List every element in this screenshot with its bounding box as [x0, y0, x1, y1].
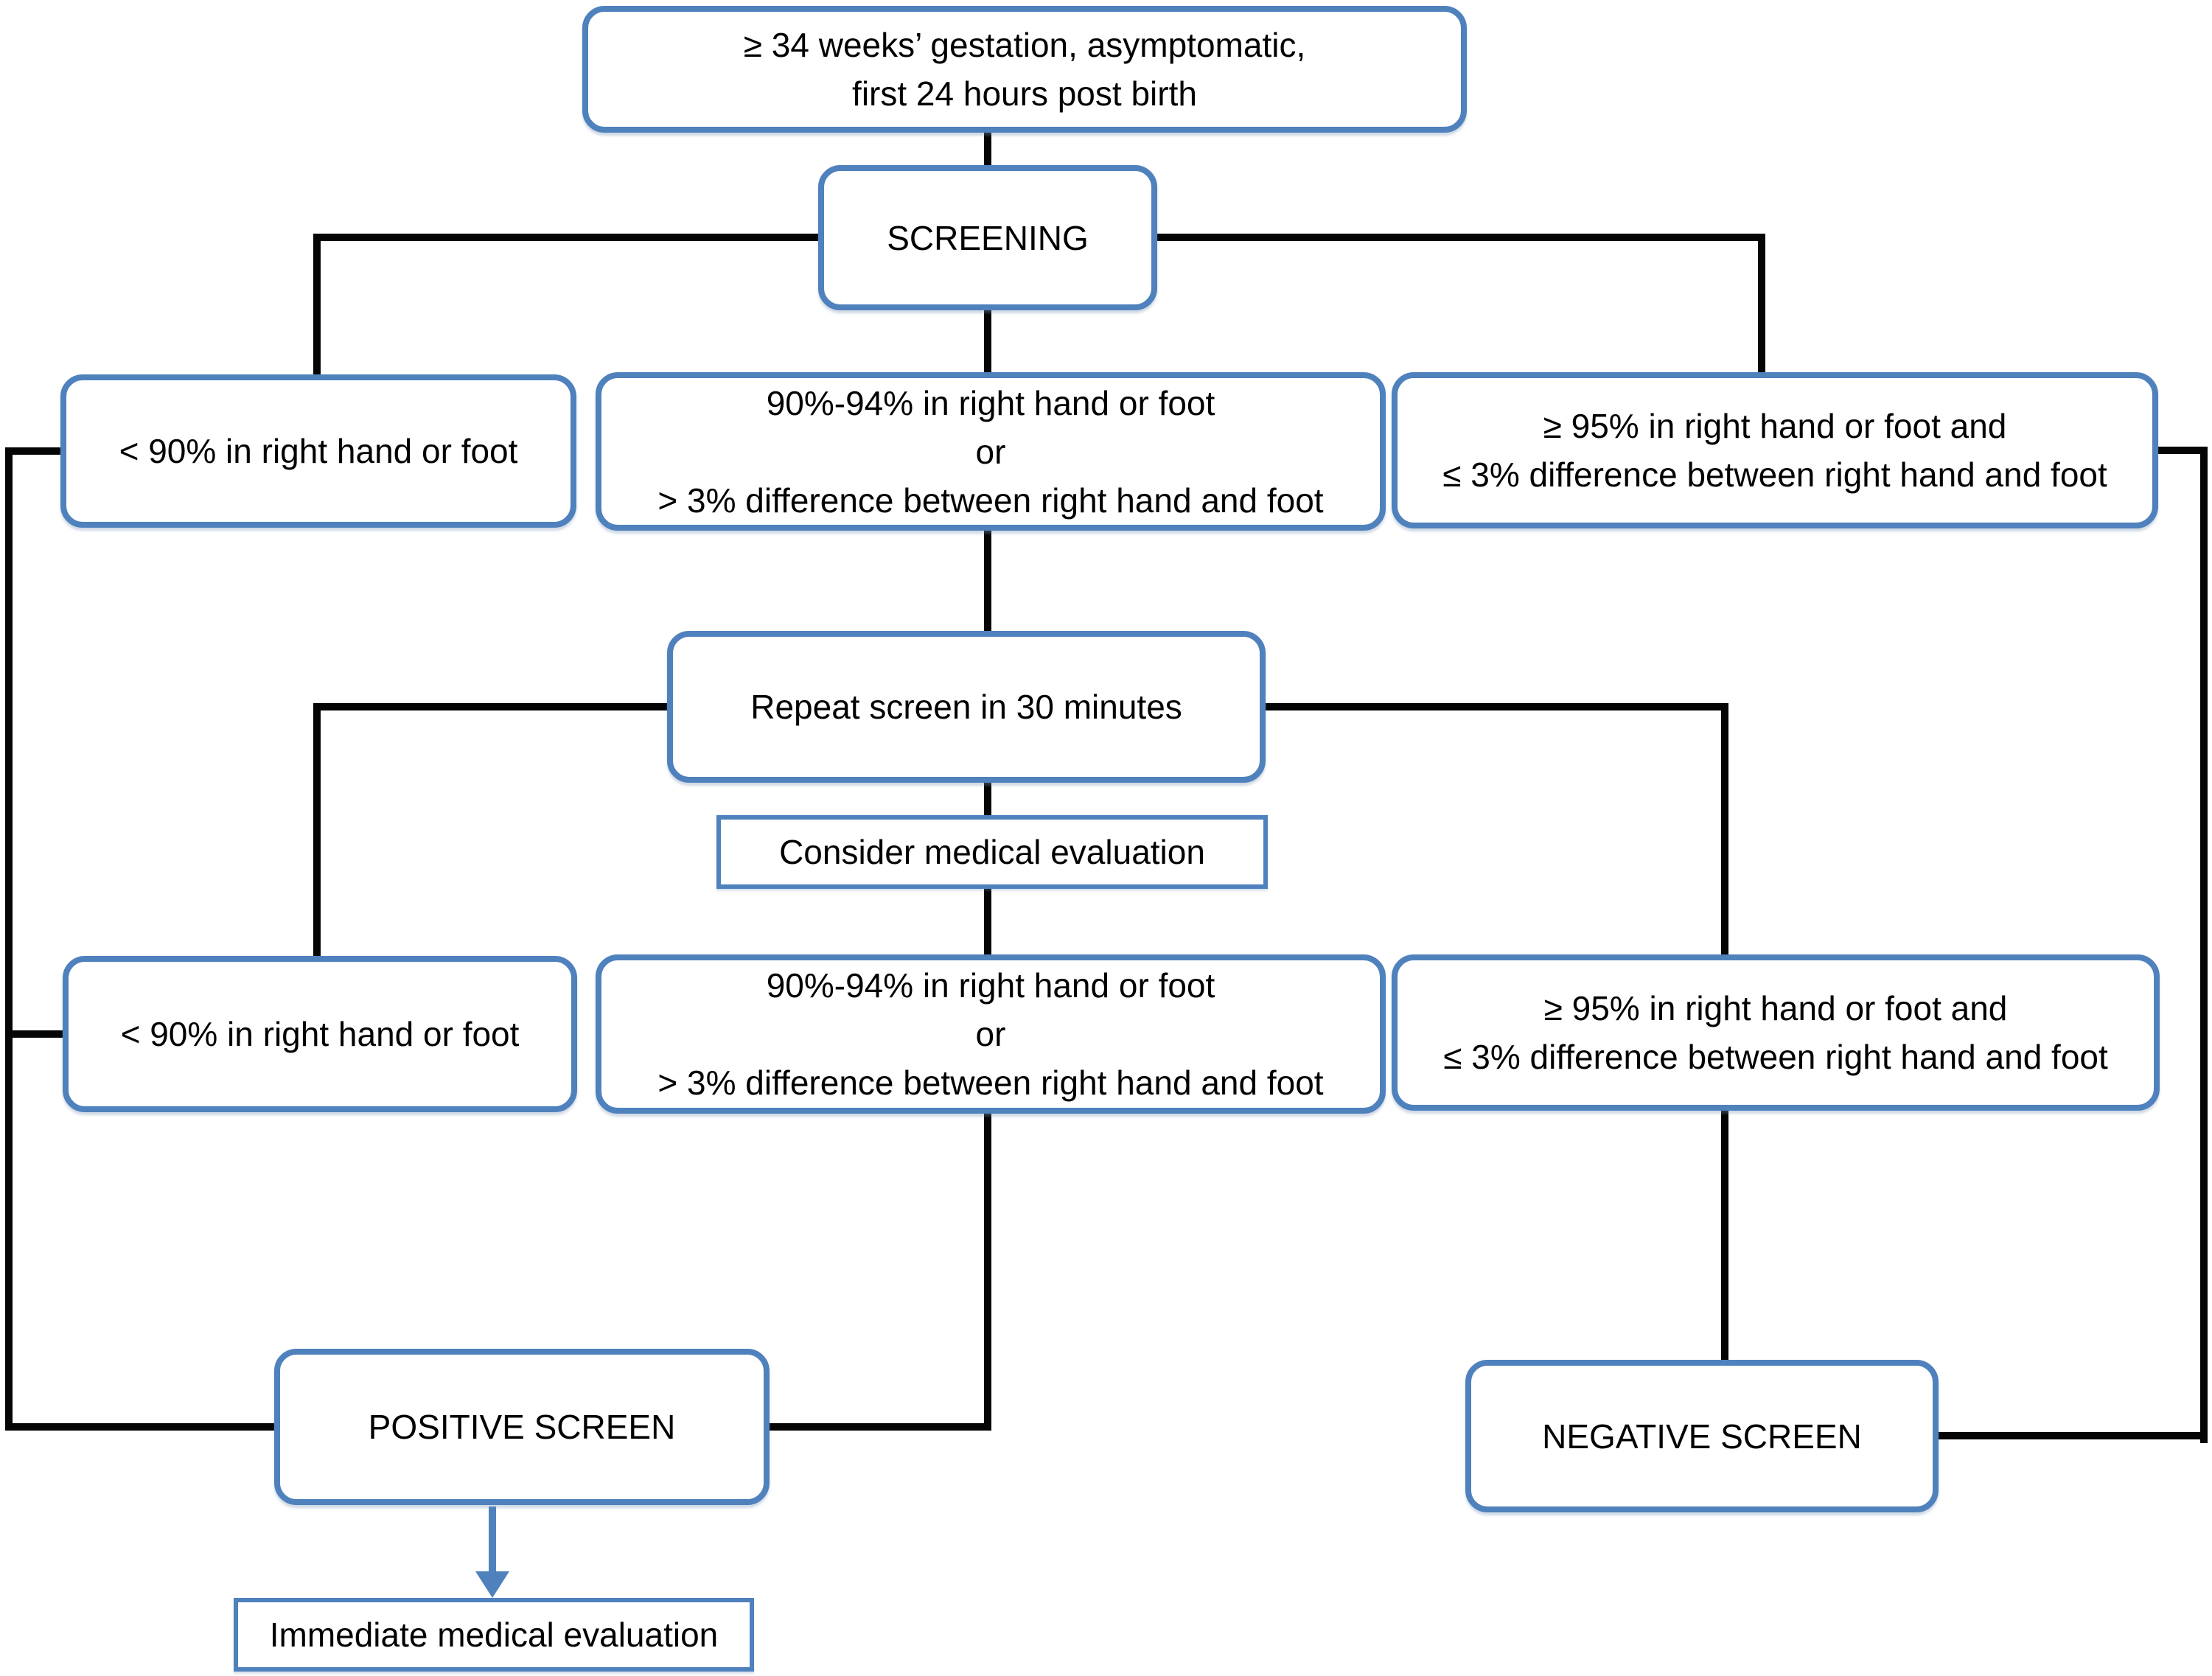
node-low-sat-first: < 90% in right hand or foot	[60, 374, 576, 528]
repeat-screen-label: Repeat screen in 30 minutes	[750, 688, 1182, 726]
immediate-evaluation-label: Immediate medical evaluation	[269, 1616, 719, 1654]
edge-repeat-left-drop	[313, 703, 321, 959]
edge-midsecond-to-positive	[984, 1111, 991, 1431]
edge-positive-h-right	[767, 1423, 991, 1431]
edge-repeat-right-drop	[1721, 703, 1728, 957]
mid-sat-first-line2: or	[975, 432, 1006, 471]
high-sat-second-line1: ≥ 95% in right hand or foot and	[1543, 989, 2008, 1027]
edge-screening-right-drop	[1758, 234, 1765, 375]
edge-left-rail	[5, 447, 13, 1431]
edge-negative-h-right	[1936, 1432, 2208, 1439]
edge-midfirst-to-repeat	[984, 528, 991, 634]
node-high-sat-second: ≥ 95% in right hand or foot and ≤ 3% dif…	[1392, 954, 2160, 1111]
high-sat-first-line1: ≥ 95% in right hand or foot and	[1543, 407, 2007, 445]
mid-sat-second-line3: > 3% difference between right hand and f…	[657, 1064, 1324, 1102]
edge-screening-left-drop	[313, 234, 321, 377]
mid-sat-second-line2: or	[975, 1015, 1006, 1053]
node-mid-sat-second: 90%-94% in right hand or foot or > 3% di…	[596, 954, 1386, 1114]
edge-left-rail-stub-second	[5, 1030, 66, 1038]
node-positive-screen: POSITIVE SCREEN	[274, 1349, 770, 1505]
positive-screen-label: POSITIVE SCREEN	[368, 1408, 676, 1446]
edge-repeat-right-branch	[1262, 703, 1728, 710]
node-repeat-screen: Repeat screen in 30 minutes	[667, 631, 1266, 783]
arrow-down-head-icon	[475, 1571, 509, 1598]
edge-highsecond-to-negative	[1721, 1109, 1728, 1363]
entry-criteria-line1: ≥ 34 weeks’ gestation, asymptomatic,	[743, 26, 1306, 64]
edge-entry-to-screening	[984, 130, 991, 168]
negative-screen-label: NEGATIVE SCREEN	[1542, 1417, 1862, 1456]
node-screening: SCREENING	[818, 165, 1157, 310]
mid-sat-first-line3: > 3% difference between right hand and f…	[657, 481, 1324, 520]
entry-criteria-line2: first 24 hours post birth	[852, 74, 1197, 113]
edge-positive-h-left	[5, 1423, 277, 1431]
edge-right-rail	[2200, 447, 2208, 1443]
high-sat-first-line2: ≤ 3% difference between right hand and f…	[1442, 455, 2107, 494]
high-sat-second-line2: ≤ 3% difference between right hand and f…	[1443, 1038, 2108, 1076]
mid-sat-first-line1: 90%-94% in right hand or foot	[766, 383, 1215, 422]
screening-label: SCREENING	[887, 218, 1089, 257]
edge-screening-mid-drop	[984, 307, 991, 375]
node-consider-evaluation: Consider medical evaluation	[716, 815, 1268, 889]
node-entry-criteria: ≥ 34 weeks’ gestation, asymptomatic, fir…	[582, 6, 1467, 133]
consider-evaluation-label: Consider medical evaluation	[779, 833, 1205, 871]
node-mid-sat-first: 90%-94% in right hand or foot or > 3% di…	[596, 372, 1386, 531]
node-low-sat-second: < 90% in right hand or foot	[63, 956, 577, 1112]
low-sat-first-label: < 90% in right hand or foot	[119, 432, 518, 470]
node-negative-screen: NEGATIVE SCREEN	[1465, 1360, 1939, 1512]
mid-sat-second-line1: 90%-94% in right hand or foot	[766, 966, 1215, 1005]
node-immediate-evaluation: Immediate medical evaluation	[234, 1598, 754, 1672]
edge-repeat-left-branch	[313, 703, 671, 710]
edge-right-rail-stub	[2155, 447, 2208, 454]
edge-left-rail-stub-first	[5, 447, 63, 455]
node-high-sat-first: ≥ 95% in right hand or foot and ≤ 3% dif…	[1392, 372, 2158, 528]
arrow-positive-to-immediate	[489, 1506, 496, 1574]
low-sat-second-label: < 90% in right hand or foot	[120, 1015, 520, 1053]
